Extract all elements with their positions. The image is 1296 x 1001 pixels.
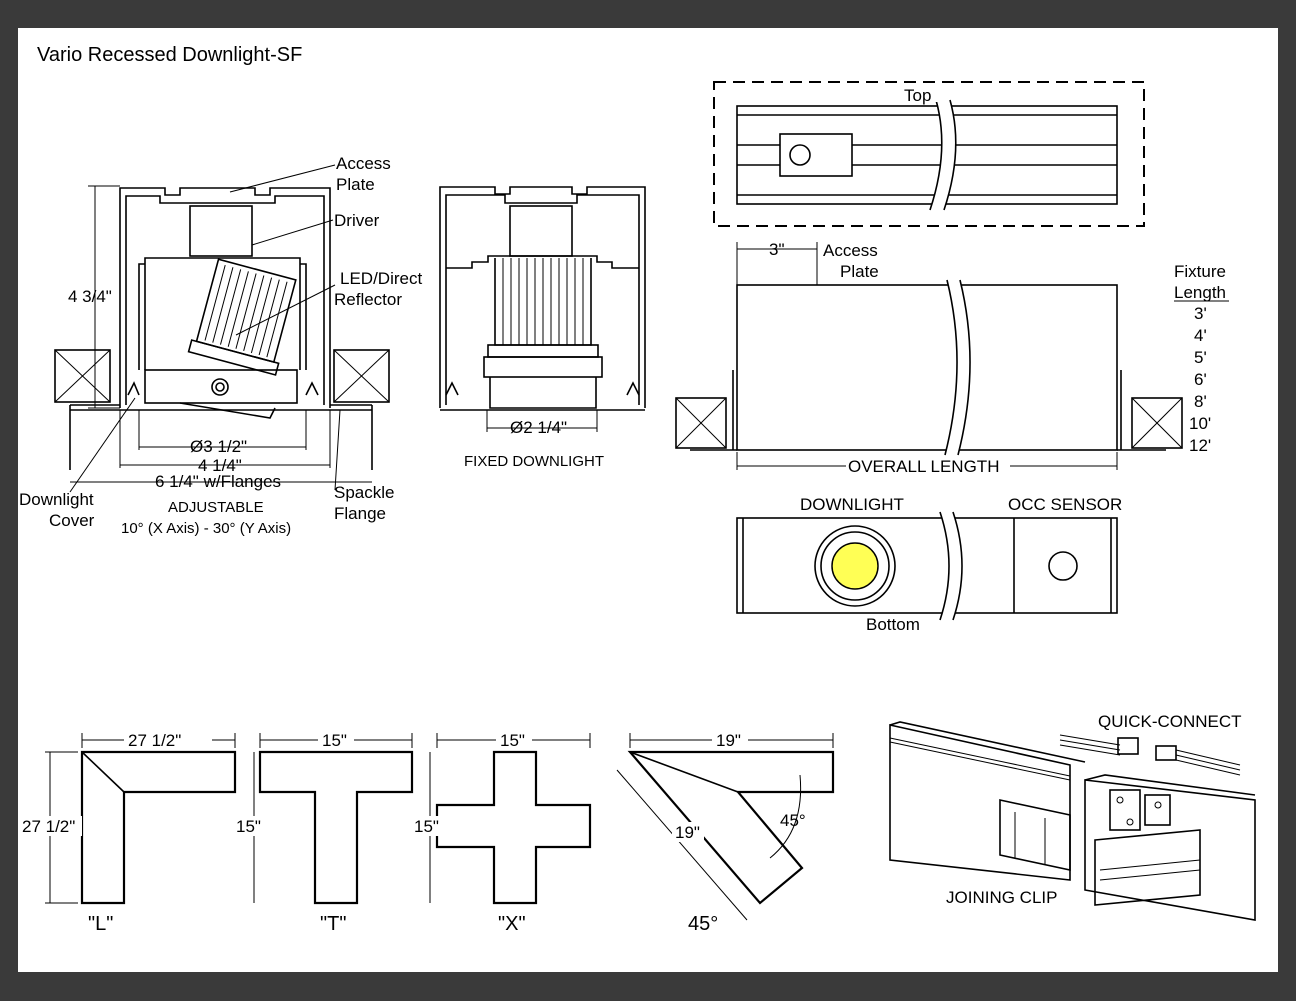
- length-option: 5': [1194, 348, 1207, 367]
- three-inch-label: 3": [769, 240, 785, 259]
- technical-drawing: Vario Recessed Downlight-SF: [19, 44, 1256, 935]
- l-top-dim: 27 1/2": [128, 731, 181, 750]
- adjustable-caption: ADJUSTABLE: [168, 499, 264, 516]
- 45-angle-label: 45°: [780, 811, 806, 830]
- led-heatsink: [187, 258, 297, 376]
- drawing-title: Vario Recessed Downlight-SF: [37, 44, 302, 66]
- top-label: Top: [904, 86, 931, 105]
- dia-dim-label: Ø3 1/2": [190, 437, 247, 456]
- x-connector: 15" 15" "X": [412, 731, 592, 935]
- fixed-dia-label: Ø2 1/4": [510, 418, 567, 437]
- length-option: 3': [1194, 304, 1207, 323]
- adjustable-section: 4 3/4" Ø3 1/2" 4 1/4" 6 1/4" w/Flanges A…: [19, 154, 422, 537]
- l-caption: "L": [88, 913, 113, 935]
- 45-connector: 19" 19" 45° 45°: [616, 731, 835, 935]
- t-connector: 15" 15" "T": [234, 731, 414, 935]
- driver-label: Driver: [334, 211, 380, 230]
- x-side-dim: 15": [414, 817, 439, 836]
- length-option: 4': [1194, 326, 1207, 345]
- joining-detail: QUICK-CONNECT JOINING CLIP: [889, 712, 1256, 921]
- occ-sensor-label: OCC SENSOR: [1008, 495, 1122, 514]
- x-top-dim: 15": [500, 731, 525, 750]
- quick-connect-label: QUICK-CONNECT: [1098, 712, 1242, 731]
- svg-text:Reflector: Reflector: [334, 290, 402, 309]
- t-side-dim: 15": [236, 817, 261, 836]
- access-plate-label: Access: [336, 154, 391, 173]
- l-side-dim: 27 1/2": [22, 817, 75, 836]
- length-option: 10': [1189, 414, 1211, 433]
- t-caption: "T": [320, 913, 346, 935]
- downlight-label: DOWNLIGHT: [800, 495, 904, 514]
- 45-caption: 45°: [688, 913, 718, 935]
- joining-clip-label: JOINING CLIP: [946, 888, 1057, 907]
- length-option: 6': [1194, 370, 1207, 389]
- downlight-cover-label: Downlight: [19, 490, 94, 509]
- height-dim-label: 4 3/4": [68, 287, 112, 306]
- bottom-view: DOWNLIGHT OCC SENSOR Bottom: [736, 495, 1122, 634]
- fixture-length-list: Fixture Length 3' 4' 5' 6' 8' 10' 12': [1174, 262, 1229, 455]
- drawing-sheet: Vario Recessed Downlight-SF: [18, 28, 1278, 972]
- top-view: Top: [713, 81, 1145, 227]
- svg-text:Plate: Plate: [336, 175, 375, 194]
- t-top-dim: 15": [322, 731, 347, 750]
- length-option: 8': [1194, 392, 1207, 411]
- 45-side-dim: 19": [675, 823, 700, 842]
- adjustable-angles: 10° (X Axis) - 30° (Y Axis): [121, 520, 291, 537]
- width-dim-label: 4 1/4": [198, 456, 242, 475]
- led-reflector-label: LED/Direct: [340, 269, 422, 288]
- svg-text:Length: Length: [1174, 283, 1226, 302]
- overall-length-label: OVERALL LENGTH: [848, 457, 999, 476]
- fixed-downlight-section: Ø2 1/4" FIXED DOWNLIGHT: [439, 186, 646, 470]
- downlight-lens: [831, 542, 879, 590]
- x-caption: "X": [498, 913, 526, 935]
- fixture-length-title: Fixture: [1174, 262, 1226, 281]
- spackle-flange-label: Spackle: [334, 483, 394, 502]
- fixed-heatsink: [494, 258, 592, 346]
- l-connector: 27 1/2" 27 1/2" "L": [20, 731, 237, 935]
- fixed-caption: FIXED DOWNLIGHT: [464, 453, 604, 470]
- bottom-label: Bottom: [866, 615, 920, 634]
- svg-text:Flange: Flange: [334, 504, 386, 523]
- flange-width-label: 6 1/4" w/Flanges: [155, 472, 281, 491]
- side-view: 3" Access Plate OVERALL LENGTH: [675, 240, 1183, 476]
- length-option: 12': [1189, 436, 1211, 455]
- side-access-label: Access: [823, 241, 878, 260]
- 45-top-dim: 19": [716, 731, 741, 750]
- svg-text:Cover: Cover: [49, 511, 95, 530]
- svg-text:Plate: Plate: [840, 262, 879, 281]
